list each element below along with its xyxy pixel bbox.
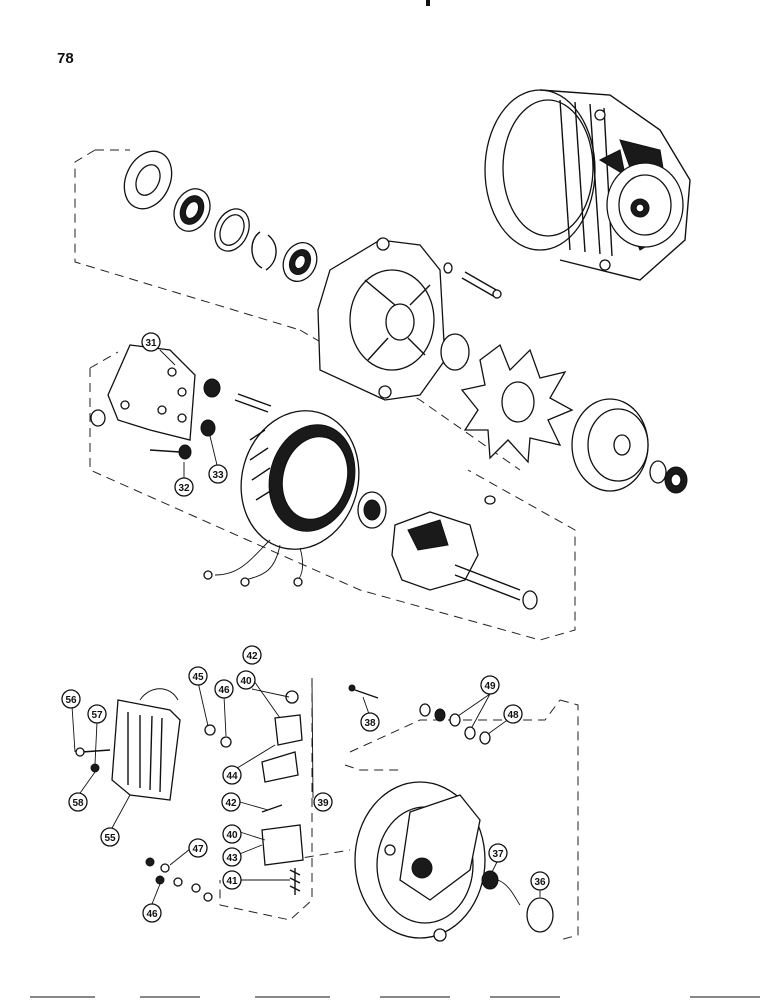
svg-text:33: 33 xyxy=(212,470,224,481)
callout-44: 44 xyxy=(222,765,242,785)
callout-39: 39 xyxy=(313,792,333,812)
callout-47: 47 xyxy=(188,838,208,858)
callout-43: 43 xyxy=(222,847,242,867)
slip-ring-end-group xyxy=(75,684,554,942)
svg-text:41: 41 xyxy=(226,876,238,887)
svg-text:38: 38 xyxy=(364,718,376,729)
callout-45: 45 xyxy=(188,666,208,686)
svg-text:42: 42 xyxy=(246,651,258,662)
svg-text:46: 46 xyxy=(146,909,158,920)
callout-48: 48 xyxy=(503,704,523,724)
callout-33: 33 xyxy=(208,464,228,484)
svg-text:49: 49 xyxy=(484,681,496,692)
svg-text:56: 56 xyxy=(65,695,77,706)
top-mark xyxy=(426,0,430,6)
callout-32: 32 xyxy=(174,477,194,497)
fan-pulley-group xyxy=(440,333,688,494)
svg-text:47: 47 xyxy=(192,844,204,855)
assembled-alternator xyxy=(484,89,691,281)
leader-lines xyxy=(71,349,541,905)
front-bearing-stack xyxy=(123,150,318,282)
svg-text:36: 36 xyxy=(534,877,546,888)
callout-42-lower: 42 xyxy=(221,792,241,812)
rectifier-stator-rotor xyxy=(90,344,538,610)
callout-55: 55 xyxy=(100,827,120,847)
callout-40-upper: 40 xyxy=(236,670,256,690)
svg-text:57: 57 xyxy=(91,710,103,721)
callout-31: 31 xyxy=(141,332,161,352)
page-number: 78 xyxy=(57,50,74,67)
callout-57: 57 xyxy=(87,704,107,724)
callout-46-upper: 46 xyxy=(214,679,234,699)
callout-58: 58 xyxy=(68,792,88,812)
callout-38: 38 xyxy=(360,712,380,732)
drive-end-frame xyxy=(317,237,502,401)
callout-37: 37 xyxy=(488,843,508,863)
callout-56: 56 xyxy=(61,689,81,709)
assembly-guide-lines xyxy=(74,149,579,941)
svg-text:45: 45 xyxy=(192,672,204,683)
svg-text:40: 40 xyxy=(226,830,238,841)
svg-text:31: 31 xyxy=(145,338,157,349)
callout-49: 49 xyxy=(480,675,500,695)
callout-36: 36 xyxy=(530,871,550,891)
svg-text:44: 44 xyxy=(226,771,238,782)
svg-text:58: 58 xyxy=(72,798,84,809)
svg-text:55: 55 xyxy=(104,833,116,844)
svg-text:39: 39 xyxy=(317,798,329,809)
svg-text:43: 43 xyxy=(226,853,238,864)
svg-text:46: 46 xyxy=(218,685,230,696)
callout-42-upper: 42 xyxy=(242,645,262,665)
svg-text:48: 48 xyxy=(507,710,519,721)
callout-46-lower: 46 xyxy=(142,903,162,923)
svg-text:40: 40 xyxy=(240,676,252,687)
svg-text:42: 42 xyxy=(225,798,237,809)
svg-text:32: 32 xyxy=(178,483,190,494)
callout-40-lower: 40 xyxy=(222,824,242,844)
callout-41: 41 xyxy=(222,870,242,890)
svg-text:37: 37 xyxy=(492,849,504,860)
